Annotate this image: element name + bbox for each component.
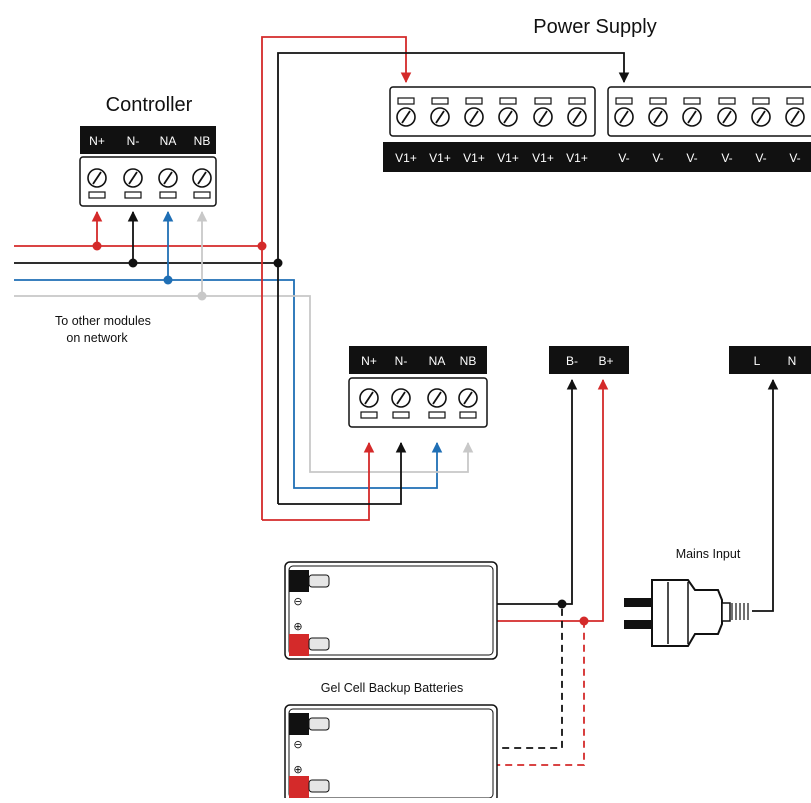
terminal-label: NB	[194, 134, 211, 148]
battery-2: ⊖ ⊕	[284, 704, 498, 803]
battery-positive-terminal	[289, 776, 309, 798]
terminal-label: N+	[89, 134, 105, 148]
terminal-label: N-	[127, 134, 140, 148]
bus-wire-data-a	[14, 279, 443, 489]
terminal-label: V-	[755, 151, 766, 165]
terminal-label: N	[788, 354, 797, 368]
battery-1: ⊖ ⊕	[284, 561, 498, 660]
mains-terminal: L N	[729, 346, 811, 374]
terminal-screw-icon	[359, 388, 379, 419]
terminal-label: V-	[618, 151, 629, 165]
module-wire-negative	[278, 441, 407, 505]
psu-wire-positive	[261, 36, 412, 520]
network-module: N+ N- NA NB	[348, 346, 488, 428]
terminal-label: NA	[429, 354, 446, 368]
junction-dot	[579, 616, 589, 626]
bus-wire-data-b	[14, 295, 474, 473]
terminal-screw-icon	[458, 388, 478, 419]
module-wire-positive	[262, 441, 375, 521]
terminal-label: B-	[566, 354, 578, 368]
terminal-screw-icon	[391, 388, 411, 419]
terminal-screw-icon	[533, 97, 553, 127]
controller-terminal-block	[79, 156, 217, 207]
terminal-label: V1+	[497, 151, 519, 165]
terminal-screw-icon	[396, 97, 416, 127]
terminal-screw-icon	[123, 168, 143, 199]
controller: Controller N+ N- NA NB	[79, 94, 217, 207]
junction-dot	[197, 291, 207, 301]
terminal-screw-icon	[648, 97, 668, 127]
terminal-screw-icon	[427, 388, 447, 419]
terminal-label: N+	[361, 354, 377, 368]
terminal-label: NB	[460, 354, 477, 368]
terminal-label: N-	[395, 354, 408, 368]
terminal-label: V1+	[463, 151, 485, 165]
battery-plus-symbol: ⊕	[293, 621, 302, 633]
terminal-label: V1+	[395, 151, 417, 165]
mains-input-label: Mains Input	[676, 547, 741, 561]
terminal-label: V1+	[566, 151, 588, 165]
terminal-label: V-	[652, 151, 663, 165]
terminal-screw-icon	[682, 97, 702, 127]
terminal-screw-icon	[498, 97, 518, 127]
battery-terminal: B- B+	[549, 346, 629, 374]
junction-dot	[273, 258, 283, 268]
battery-minus-symbol: ⊖	[293, 596, 302, 608]
junction-dots	[92, 241, 589, 626]
mains-plug-icon	[624, 579, 749, 647]
terminal-label: V-	[789, 151, 800, 165]
power-supply-title: Power Supply	[533, 16, 656, 38]
psu-positive-block	[389, 86, 596, 137]
terminal-screw-icon	[717, 97, 737, 127]
controller-title: Controller	[106, 94, 193, 116]
junction-dot	[257, 241, 267, 251]
battery-positive-terminal	[289, 634, 309, 656]
terminal-screw-icon	[87, 168, 107, 199]
terminal-screw-icon	[614, 97, 634, 127]
terminal-label: B+	[598, 354, 613, 368]
terminal-label: V-	[686, 151, 697, 165]
terminal-screw-icon	[751, 97, 771, 127]
terminal-label: V1+	[429, 151, 451, 165]
terminal-screw-icon	[192, 168, 212, 199]
terminal-screw-icon	[158, 168, 178, 199]
terminal-screw-icon	[567, 97, 587, 127]
psu-wire-negative	[277, 52, 630, 504]
terminal-screw-icon	[430, 97, 450, 127]
battery-negative-terminal	[289, 713, 309, 735]
terminal-label: V1+	[532, 151, 554, 165]
batteries-label: Gel Cell Backup Batteries	[321, 681, 463, 695]
terminal-label: NA	[160, 134, 177, 148]
terminal-screw-icon	[785, 97, 805, 127]
module-terminal-block	[348, 377, 488, 428]
wires	[14, 36, 779, 786]
battery-minus-symbol: ⊖	[293, 739, 302, 751]
terminal-label: V-	[721, 151, 732, 165]
mains-wire	[752, 378, 779, 612]
junction-dot	[92, 241, 102, 251]
junction-dot	[557, 599, 567, 609]
battery-negative-terminal	[289, 570, 309, 592]
power-supply: Power Supply V1+ V1+ V1+ V1+ V1+ V1+ V- V- V- V- V…	[383, 16, 811, 172]
psu-negative-block	[607, 86, 811, 137]
on-network-label: on network	[66, 331, 128, 345]
junction-dot	[163, 275, 173, 285]
battery-plus-symbol: ⊕	[293, 764, 302, 776]
to-other-modules-label: To other modules	[55, 314, 151, 328]
junction-dot	[128, 258, 138, 268]
terminal-screw-icon	[464, 97, 484, 127]
terminal-label: L	[754, 354, 761, 368]
